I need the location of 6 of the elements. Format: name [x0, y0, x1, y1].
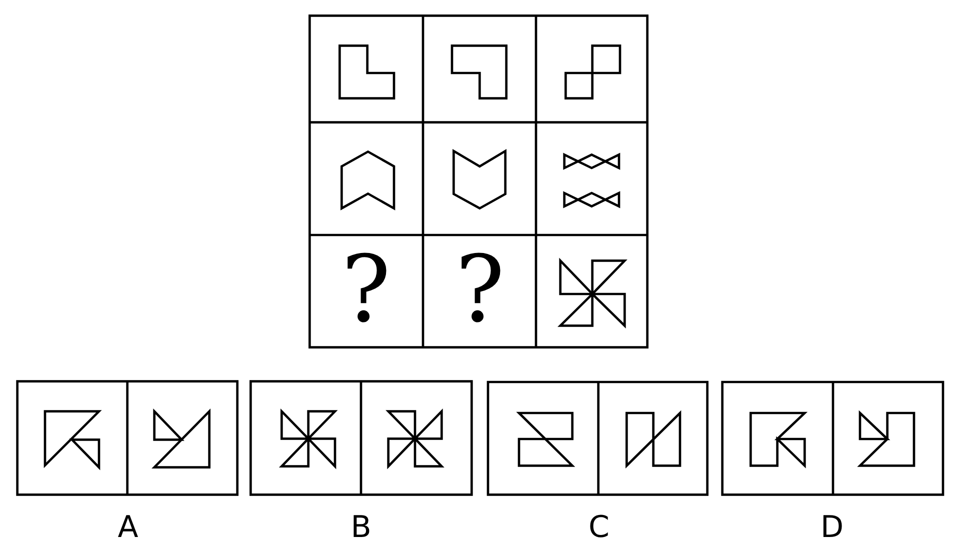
question-mark: ? [341, 244, 391, 336]
option-letter: B [350, 513, 372, 543]
option-letter: D [820, 513, 844, 543]
option-letter: A [118, 513, 138, 543]
option-letter: C [588, 513, 610, 543]
question-mark: ? [455, 244, 505, 336]
